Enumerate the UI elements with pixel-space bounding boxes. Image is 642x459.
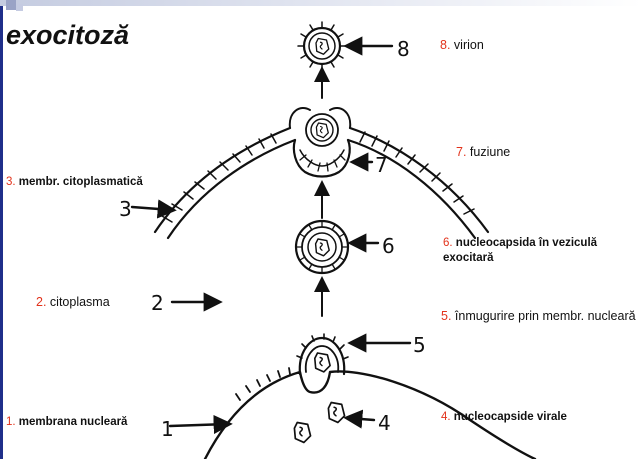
exocytic-vesicle (296, 221, 348, 273)
hand-number-6: 6 (382, 234, 395, 258)
hand-number-8: 8 (397, 37, 410, 61)
label-nucleocapsids: 4. nucleocapside virale (441, 410, 567, 425)
label-virion: 8. virion (440, 38, 484, 53)
nucleocapsid (328, 403, 344, 423)
pointer-arrows (132, 46, 410, 426)
label-fusion: 7. fuziune (456, 145, 510, 160)
hand-number-4: 4 (378, 411, 391, 435)
label-cytoplasm: 2. citoplasma (36, 295, 110, 310)
label-budding: 5. înmugurire prin membr. nucleară (441, 309, 637, 324)
label-exocytic-vesicle: 6. nucleocapsida în veziculă exocitară (443, 236, 639, 266)
nucleocapsid (294, 423, 310, 443)
hand-number-3: 3 (119, 197, 132, 221)
virion (298, 22, 346, 70)
label-plasma-membrane: 3. membr. citoplasmatică (6, 175, 143, 190)
hand-number-2: 2 (151, 291, 164, 315)
label-nuclear-membrane: 1. membrana nucleară (6, 415, 127, 430)
hand-number-1: 1 (161, 417, 174, 441)
hand-number-5: 5 (413, 333, 426, 357)
hand-number-7: 7 (375, 153, 388, 177)
handwritten-numbers: 8 7 6 5 2 3 1 4 (119, 37, 426, 441)
budding-vesicle (297, 334, 348, 374)
